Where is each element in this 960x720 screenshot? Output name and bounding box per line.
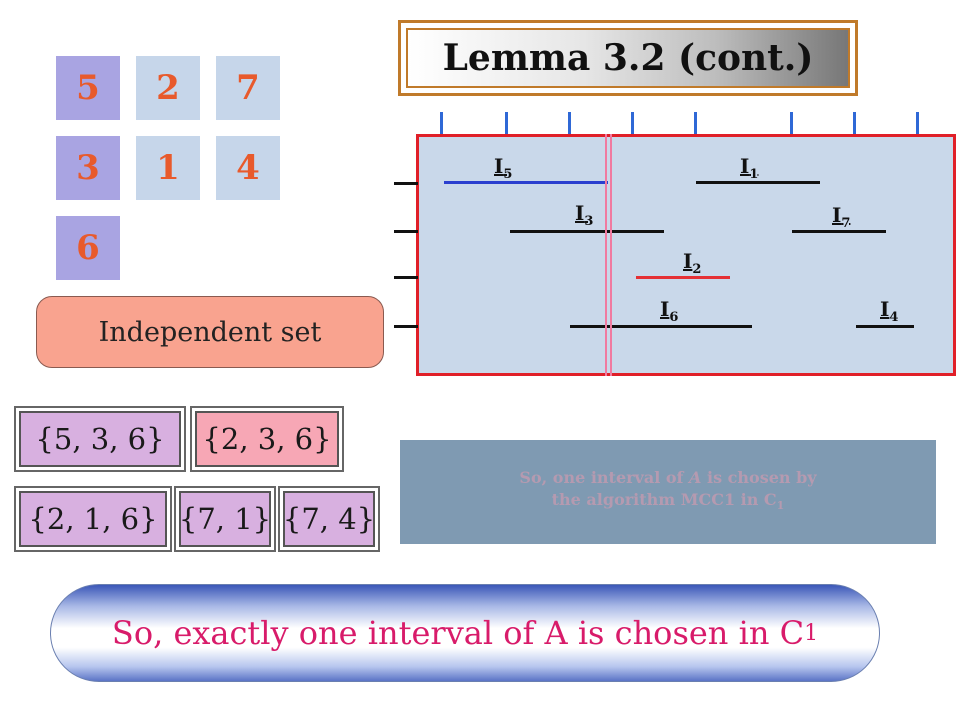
tile-7: 7 xyxy=(216,56,280,120)
set-box: {5, 3, 6} xyxy=(14,406,186,472)
slide-title: Lemma 3.2 (cont.) xyxy=(442,37,814,79)
conclusion-banner: So, exactly one interval of A is chosen … xyxy=(50,584,880,682)
note-line-1: So, one interval of A is chosen by xyxy=(519,467,817,487)
interval-i1-line xyxy=(696,181,820,184)
conclusion-text: So, exactly one interval of A is chosen … xyxy=(111,614,805,652)
divider-line xyxy=(610,134,612,376)
tile-2: 2 xyxy=(136,56,200,120)
note-box: So, one interval of A is chosen by the a… xyxy=(400,440,936,544)
lane-marker xyxy=(394,182,418,185)
axis-tick xyxy=(916,112,919,134)
interval-i7-line xyxy=(792,230,886,233)
axis-tick xyxy=(853,112,856,134)
interval-i5-label: I5 xyxy=(494,154,513,182)
set-text: {5, 3, 6} xyxy=(19,411,181,467)
divider-line xyxy=(605,134,607,376)
interval-i3-line xyxy=(510,230,664,233)
lane-marker xyxy=(394,230,418,233)
interval-diagram xyxy=(416,134,956,376)
set-box: {2, 3, 6} xyxy=(190,406,344,472)
set-text: {7, 4} xyxy=(283,491,375,547)
set-box: {2, 1, 6} xyxy=(14,486,172,552)
tile-4: 4 xyxy=(216,136,280,200)
axis-tick xyxy=(631,112,634,134)
conclusion-subscript: 1 xyxy=(804,620,819,646)
tile-5: 5 xyxy=(56,56,120,120)
title-banner: Lemma 3.2 (cont.) xyxy=(406,28,850,88)
axis-tick xyxy=(440,112,443,134)
tile-3: 3 xyxy=(56,136,120,200)
independent-set-label: Independent set xyxy=(36,296,384,368)
lane-marker xyxy=(394,276,418,279)
lane-marker xyxy=(394,325,418,328)
interval-i7-label: I7 xyxy=(832,203,851,231)
interval-i3-label: I3 xyxy=(575,201,594,229)
set-text: {2, 3, 6} xyxy=(195,411,339,467)
axis-tick xyxy=(568,112,571,134)
axis-tick xyxy=(505,112,508,134)
note-line-2: the algorithm MCC1 in C1 xyxy=(551,489,785,513)
interval-i4-line xyxy=(856,325,914,328)
interval-i1-label: I1 xyxy=(740,154,759,182)
interval-i6-label: I6 xyxy=(660,297,679,325)
title-frame: Lemma 3.2 (cont.) xyxy=(398,20,858,96)
axis-tick xyxy=(694,112,697,134)
interval-i5-line xyxy=(444,181,608,184)
axis-tick xyxy=(790,112,793,134)
interval-i2-label: I2 xyxy=(683,249,702,277)
interval-i6-line xyxy=(570,325,752,328)
tile-6: 6 xyxy=(56,216,120,280)
interval-i2-line xyxy=(636,276,730,279)
tile-1: 1 xyxy=(136,136,200,200)
interval-i4-label: I4 xyxy=(880,297,899,325)
set-box: {7, 1} xyxy=(174,486,276,552)
set-box: {7, 4} xyxy=(278,486,380,552)
set-text: {2, 1, 6} xyxy=(19,491,167,547)
set-text: {7, 1} xyxy=(179,491,271,547)
